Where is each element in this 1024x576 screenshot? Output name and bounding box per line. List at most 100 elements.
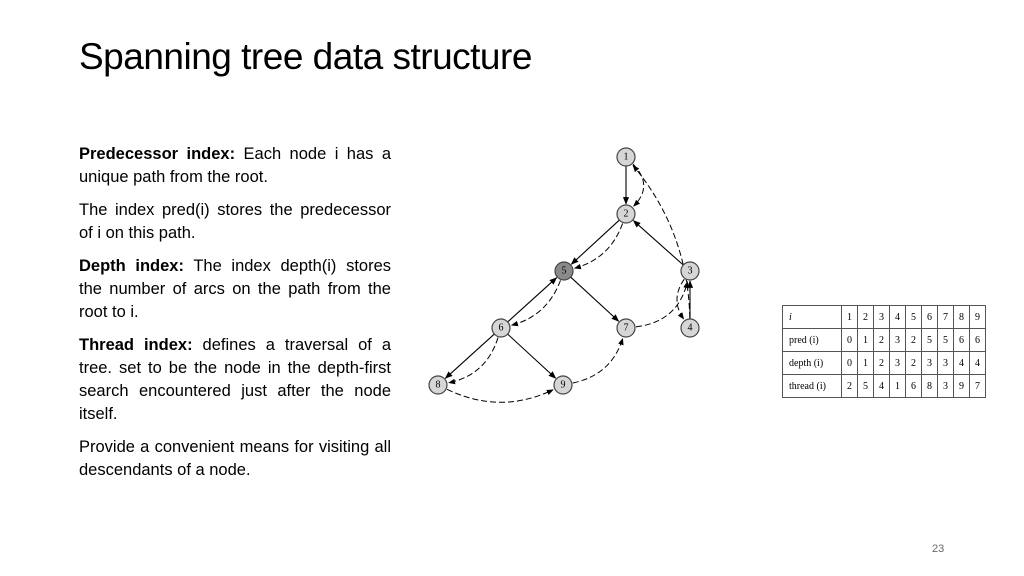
- node-label: 9: [561, 380, 566, 391]
- thread-arc-2-5: [573, 223, 624, 270]
- node-circle: [428, 375, 448, 395]
- table-cell: 7: [969, 374, 986, 398]
- tree-arc-2-5: [570, 219, 620, 265]
- table-cell: 2: [841, 374, 858, 398]
- tree-node-1: 1: [616, 147, 636, 167]
- node-label: 4: [688, 323, 693, 334]
- desc-predecessor: Each node i has a unique path from the r…: [79, 145, 391, 186]
- table-cell: 6: [969, 328, 986, 352]
- table-cell: 2: [873, 328, 890, 352]
- term-thread: Thread index:: [79, 336, 193, 354]
- thread-arc-1-2: [632, 163, 645, 207]
- table-cell: 3: [889, 351, 906, 375]
- node-circle: [680, 261, 700, 281]
- tree-node-8: 8: [428, 375, 448, 395]
- tree-node-4: 4: [680, 318, 700, 338]
- node-label: 5: [562, 266, 567, 277]
- node-circle: [553, 375, 573, 395]
- node-label: 7: [624, 323, 629, 334]
- term-depth: Depth index:: [79, 257, 184, 275]
- thread-arc-9-7: [572, 337, 624, 384]
- paragraph-thread: Thread index: defines a traversal of a t…: [79, 334, 391, 426]
- table-cell: 9: [953, 374, 970, 398]
- table-cell: 5: [921, 328, 938, 352]
- term-predecessor: Predecessor index:: [79, 145, 236, 163]
- table-cell: 1: [889, 374, 906, 398]
- table-cell: 4: [969, 351, 986, 375]
- table-cell: 4: [953, 351, 970, 375]
- tree-node-5: 5: [554, 261, 574, 281]
- thread-arc-6-8: [448, 337, 499, 385]
- table-cell: 6: [905, 374, 922, 398]
- table-cell: 3: [873, 305, 890, 329]
- thread-arc-7-3: [635, 281, 689, 328]
- node-circle: [616, 147, 636, 167]
- tree-arc-3-2: [632, 220, 684, 266]
- tree-node-9: 9: [553, 375, 573, 395]
- thread-arc-3-4: [676, 278, 685, 320]
- paragraph-depth: Depth index: The index depth(i) stores t…: [79, 255, 391, 324]
- desc-thread: defines a traversal of a tree. set to be…: [79, 336, 392, 423]
- table-cell: 4: [873, 374, 890, 398]
- table-cell: 3: [921, 351, 938, 375]
- thread-arcs: [446, 163, 691, 403]
- tree-arc-6-5: [507, 277, 558, 323]
- thread-arc-5-6: [510, 280, 561, 327]
- spanning-tree-diagram: 1 2 3 4 5 6 7 8 9: [428, 147, 700, 403]
- node-label: 3: [688, 266, 693, 277]
- tree-node-7: 7: [616, 318, 636, 338]
- tree-node-2: 2: [616, 204, 636, 224]
- thread-arc-8-9: [446, 388, 554, 403]
- table-cell: 1: [841, 305, 858, 329]
- row-label: thread (i): [782, 374, 842, 398]
- table-cell: 0: [841, 328, 858, 352]
- node-circle: [680, 318, 700, 338]
- table-cell: 7: [937, 305, 954, 329]
- node-label: 8: [436, 380, 441, 391]
- desc-depth: The index depth(i) stores the number of …: [79, 257, 392, 321]
- node-label: 2: [624, 209, 629, 220]
- row-label: depth (i): [782, 351, 842, 375]
- body-text: Predecessor index: Each node i has a uni…: [79, 143, 391, 492]
- table-cell: 6: [921, 305, 938, 329]
- table-cell: 8: [953, 305, 970, 329]
- table-cell: 3: [937, 374, 954, 398]
- thread-arc-4-1: [632, 164, 691, 319]
- row-label: i: [782, 305, 842, 329]
- table-cell: 2: [905, 351, 922, 375]
- node-circle: [554, 261, 574, 281]
- tree-node-6: 6: [491, 318, 511, 338]
- node-circle: [616, 318, 636, 338]
- table-cell: 2: [873, 351, 890, 375]
- tree-nodes: 1 2 3 4 5 6 7 8 9: [428, 147, 700, 395]
- node-label: 1: [624, 152, 629, 163]
- table-cell: 8: [921, 374, 938, 398]
- table-cell: 5: [857, 374, 874, 398]
- table-cell: 4: [889, 305, 906, 329]
- tree-arcs: [444, 166, 694, 379]
- table-cell: 5: [937, 328, 954, 352]
- table-cell: 3: [937, 351, 954, 375]
- table-cell: 1: [857, 328, 874, 352]
- table-cell: 1: [857, 351, 874, 375]
- paragraph-descendants: Provide a convenient means for visiting …: [79, 436, 391, 482]
- table-cell: 5: [905, 305, 922, 329]
- tree-node-3: 3: [680, 261, 700, 281]
- row-label: pred (i): [782, 328, 842, 352]
- paragraph-pred: The index pred(i) stores the predecessor…: [79, 199, 391, 245]
- slide-title: Spanning tree data structure: [79, 36, 532, 77]
- table-cell: 2: [857, 305, 874, 329]
- table-cell: 6: [953, 328, 970, 352]
- desc-descendants: Provide a convenient means for visiting …: [79, 438, 391, 479]
- table-cell: 2: [905, 328, 922, 352]
- tree-arc-5-7: [570, 276, 620, 322]
- table-cell: 3: [889, 328, 906, 352]
- paragraph-predecessor: Predecessor index: Each node i has a uni…: [79, 143, 391, 189]
- node-circle: [616, 204, 636, 224]
- tree-arc-6-9: [507, 333, 557, 379]
